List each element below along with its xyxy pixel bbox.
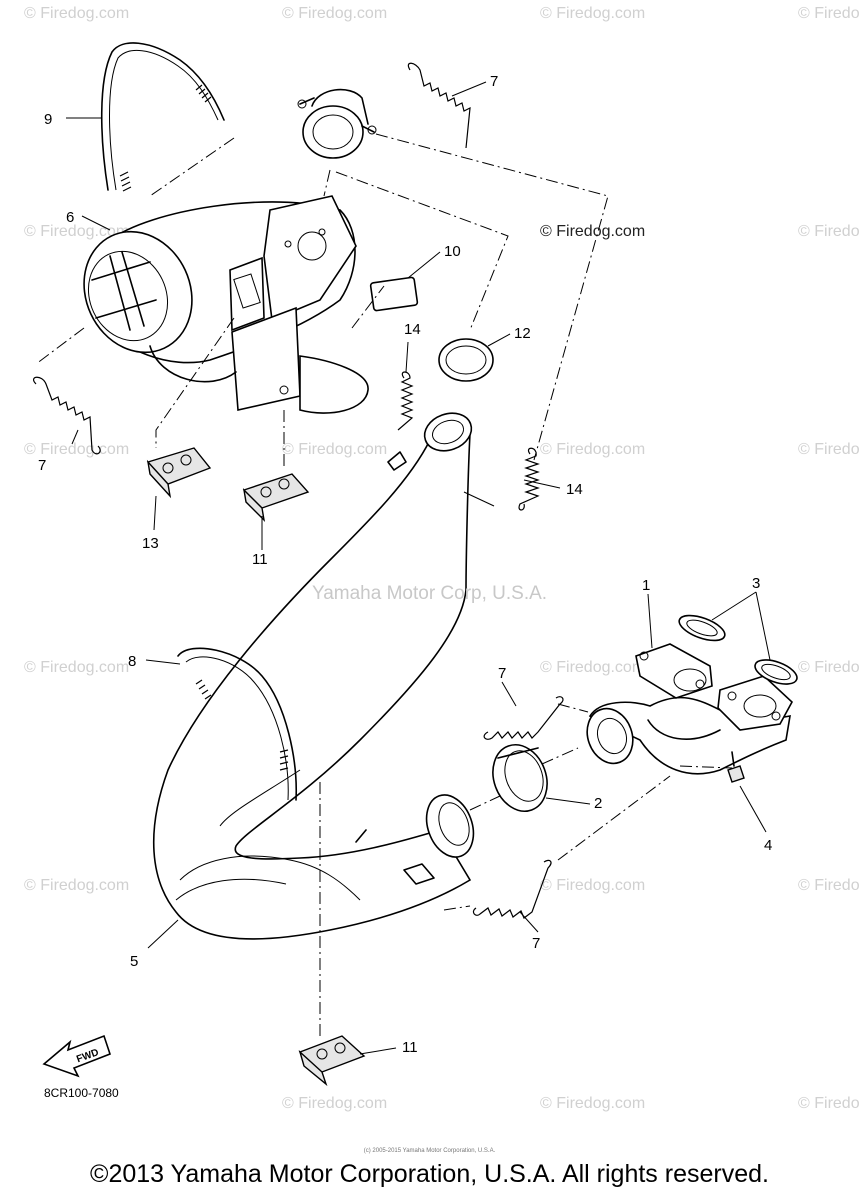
assembly-line [375,133,609,461]
tiny-copyright: (c) 2005-2015 Yamaha Motor Corporation, … [363,1148,496,1154]
callout-2: 2 [594,795,602,812]
assembly-line [155,317,235,448]
bracket-11 [298,1035,366,1087]
callout-14: 14 [566,481,583,498]
spring-7 [33,376,101,455]
watermark: © Firedog.com [540,5,645,22]
callout-7: 7 [532,935,540,952]
watermark: © Firedog.com [24,441,129,458]
bolt-4 [727,751,745,783]
watermark: © Firedog.com [798,223,859,240]
watermark: © Firedog.com [282,1095,387,1112]
rubber-pad-10 [369,276,419,312]
watermark: © Firedog.com [282,441,387,458]
callout-4: 4 [764,837,772,854]
callout-3: 3 [752,575,760,592]
watermark: © Firedog.com [24,5,129,22]
callout-13: 13 [142,535,159,552]
spring-7 [483,696,564,740]
callout-11: 11 [252,551,268,568]
callout-14: 14 [404,321,421,338]
watermark-layer: © Firedog.com © Firedog.com © Firedog.co… [24,5,859,1112]
assembly-line [149,137,235,197]
spring-14 [397,371,414,431]
callout-8: 8 [128,653,136,670]
watermark: © Firedog.com [798,877,859,894]
gasket-3 [678,614,798,685]
callout-1: 1 [642,577,650,594]
assembly-line [679,765,733,769]
watermark: © Firedog.com [540,659,645,676]
silencer-6 [83,195,369,414]
assembly-line [557,775,671,861]
strap-9 [100,42,225,191]
callout-7: 7 [490,73,498,90]
watermark: © Firedog.com [540,441,645,458]
gasket-12 [438,338,494,382]
watermark: © Firedog.com [798,5,859,22]
watermark: © Firedog.com [24,223,129,240]
bracket-13 [146,447,212,499]
copyright-footer: ©2013 Yamaha Motor Corporation, U.S.A. A… [90,1160,769,1188]
watermark: © Firedog.com [798,441,859,458]
clamp-ring [297,88,377,159]
spring-7 [472,859,552,919]
watermark: © Firedog.com [540,1095,645,1112]
watermark: © Firedog.com [282,5,387,22]
strap-8 [177,647,298,801]
assembly-line [35,327,85,365]
assembly-line [335,171,509,331]
fwd-arrow-icon: FWD [42,1034,111,1078]
center-watermark: Yamaha Motor Corp, U.S.A. [311,583,548,604]
spring-14 [518,447,540,511]
callout-11: 11 [402,1039,418,1056]
callout-7: 7 [498,665,506,682]
callout-5: 5 [130,953,138,970]
callout-9: 9 [44,111,52,128]
manifold-1 [586,643,794,775]
callout-7: 7 [38,457,46,474]
watermark-dark: © Firedog.com [540,223,645,240]
callout-10: 10 [444,243,461,260]
spring-7 [407,62,471,149]
leader-lines [66,81,771,1055]
joint-2 [492,744,548,812]
assembly-line [323,169,331,197]
diagram-code: 8CR100-7080 [44,1086,119,1100]
watermark: © Firedog.com [24,877,129,894]
assembly-line [351,285,385,329]
callout-12: 12 [514,325,531,342]
bracket-11 [242,473,310,523]
watermark: © Firedog.com [540,877,645,894]
callout-6: 6 [66,209,74,226]
watermark: © Firedog.com [24,659,129,676]
assembly-line [443,905,471,911]
assembly-line [469,747,579,811]
watermark: © Firedog.com [798,659,859,676]
watermark: © Firedog.com [798,1095,859,1112]
assembly-line [557,703,589,713]
expansion-chamber-5 [152,412,475,940]
